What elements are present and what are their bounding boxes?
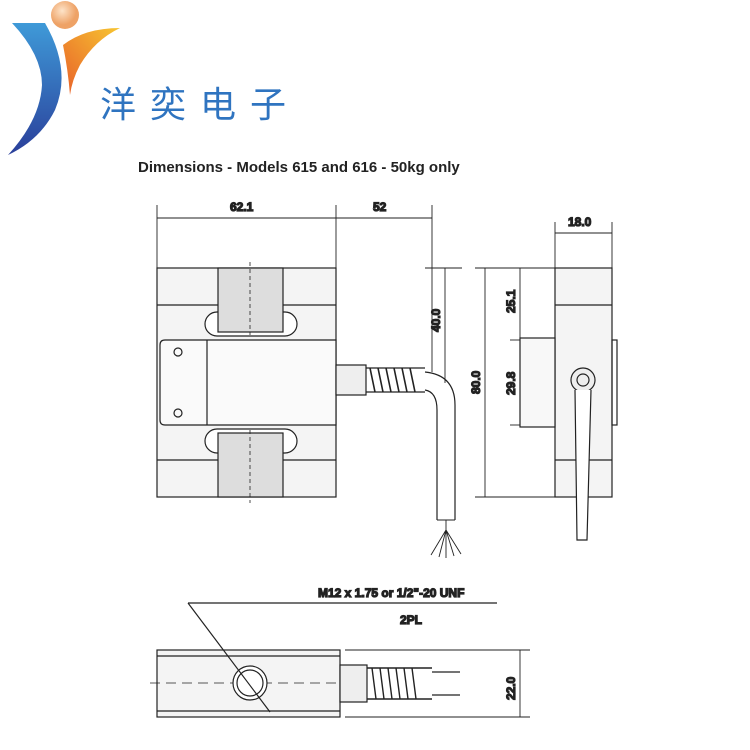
thread-count: 2PL bbox=[400, 613, 422, 627]
dim-62-1: 62.1 bbox=[230, 200, 254, 214]
dimension-lines bbox=[156, 205, 613, 498]
drawing-title: Dimensions - Models 615 and 616 - 50kg o… bbox=[138, 159, 460, 176]
brand-name: 洋奕电子 bbox=[100, 85, 301, 126]
dim-29-8: 29.8 bbox=[504, 371, 518, 395]
dim-40-0: 40.0 bbox=[429, 308, 443, 332]
front-view bbox=[156, 262, 462, 558]
bottom-view bbox=[150, 602, 530, 718]
side-view bbox=[519, 267, 618, 541]
dim-25-1: 25.1 bbox=[504, 289, 518, 313]
logo-blue-stroke bbox=[8, 23, 62, 155]
logo-mark bbox=[8, 1, 120, 155]
thread-spec: M12 x 1.75 or 1/2"-20 UNF bbox=[318, 586, 464, 600]
dim-80-0: 80.0 bbox=[469, 370, 483, 394]
dim-22-0: 22.0 bbox=[504, 676, 518, 700]
logo-orange-stroke bbox=[63, 28, 120, 95]
logo-ball bbox=[51, 1, 79, 29]
dim-52: 52 bbox=[373, 200, 387, 214]
dim-18-0: 18.0 bbox=[568, 215, 592, 229]
